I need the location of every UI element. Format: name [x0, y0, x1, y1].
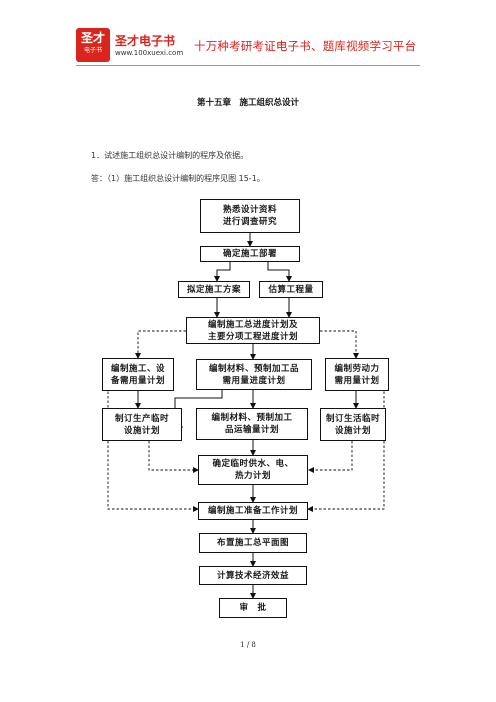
logo-top-text: 圣才: [80, 31, 105, 45]
edge-n5-n6: [135, 330, 186, 359]
brand-name: 圣才电子书: [115, 34, 176, 48]
edge-n2-n3: [214, 262, 231, 282]
chapter-title: 第十五章 施工组织总设计: [196, 98, 299, 108]
flow-node-utilities-plan: 确定临时供水、电、 热力计划: [198, 455, 308, 485]
flow-node-equipment-plan: 编制施工、设 备需用量计划: [102, 358, 174, 391]
flow-node-research: 熟悉设计资料 进行调查研究: [200, 199, 300, 233]
flow-node-transport-plan: 编制材料、预制加工 品运输量计划: [196, 408, 308, 440]
flow-node-economic-benefit: 计算技术经济效益: [199, 566, 307, 585]
flow-node-master-schedule: 编制施工总进度计划及 主要分项工程进度计划: [186, 317, 320, 344]
page-header: 圣才 电子书 圣才电子书 www.100xuexi.com 十万种考研考证电子书…: [0, 0, 496, 66]
header-divider: [76, 65, 420, 66]
edge-n11-n12: [308, 441, 353, 473]
edge-n5-n8: [320, 330, 359, 359]
flow-node-material-demand: 编制材料、预制加工品 需用量进度计划: [196, 359, 312, 390]
question-text: 1．试述施工组织总设计编制的程序及依据。: [91, 151, 249, 160]
edge-n2-n4: [267, 262, 292, 282]
header-slogan: 十万种考研考证电子书、题库视频学习平台: [194, 39, 417, 53]
logo-bottom-text: 电子书: [83, 47, 102, 54]
answer-text: 答：（1）施工组织总设计编制的程序见图 15-1。: [91, 174, 265, 183]
flow-node-construction-plan: 拟定施工方案: [178, 281, 250, 298]
flow-node-deployment: 确定施工部署: [200, 246, 300, 262]
brand-logo: 圣才 电子书: [76, 28, 110, 62]
page-number: 1 / 8: [240, 641, 256, 649]
edge-n8-n13: [307, 378, 385, 512]
flow-node-living-facilities: 制订生活临时 设施计划: [320, 408, 386, 441]
flow-node-production-facilities: 制订生产临时 设施计划: [102, 408, 182, 441]
edge-n9-n12: [148, 441, 199, 473]
flow-node-preparation-plan: 编制施工准备工作计划: [198, 502, 308, 520]
edge-n6-n13: [107, 378, 199, 512]
flow-node-labor-plan: 编制劳动力 需用量计划: [325, 358, 389, 391]
flow-node-site-layout: 布置施工总平面图: [199, 533, 307, 553]
flow-node-approval: 审 批: [219, 598, 287, 618]
flow-node-quantity-estimate: 估算工程量: [259, 281, 323, 298]
brand-url[interactable]: www.100xuexi.com: [115, 49, 184, 57]
